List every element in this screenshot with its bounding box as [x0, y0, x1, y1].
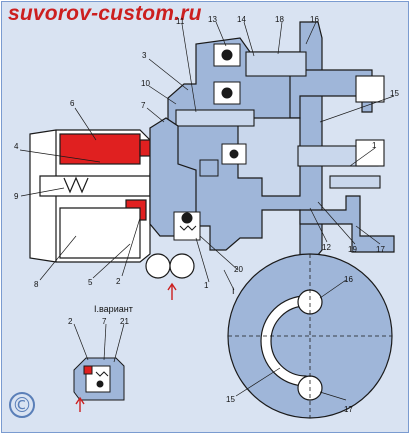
pump-housing — [167, 21, 395, 263]
callout-2-variant: 2 — [68, 317, 73, 326]
callout-15-top: 15 — [390, 89, 399, 98]
callout-11: 11 — [176, 17, 185, 26]
callout-5: 5 — [88, 278, 93, 287]
callout-15: 15 — [226, 395, 235, 404]
callout-2: 2 — [116, 277, 121, 286]
callout-10: 10 — [141, 79, 150, 88]
section-marker: I — [232, 286, 235, 296]
callout-16: 16 — [344, 275, 353, 284]
callout-3: 3 — [142, 51, 147, 60]
callout-7: 7 — [141, 101, 146, 110]
callout-4: 4 — [14, 142, 19, 151]
callout-9: 9 — [14, 192, 19, 201]
check-valve — [173, 211, 201, 241]
variant-detail — [73, 357, 125, 401]
gear-pair-symbol — [145, 253, 195, 279]
callout-12: 12 — [322, 243, 331, 252]
callout-18: 18 — [275, 15, 284, 24]
callout-14: 14 — [237, 15, 246, 24]
callout-8: 8 — [34, 280, 39, 289]
variant-flow-arrow — [75, 396, 85, 412]
variant-label: I.вариант — [94, 304, 133, 314]
callout-7-variant: 7 — [102, 317, 107, 326]
callout-21: 21 — [120, 317, 129, 326]
callout-16-top: 16 — [310, 15, 319, 24]
callout-6: 6 — [70, 99, 75, 108]
callout-20: 20 — [234, 265, 243, 274]
copyright-icon: © — [9, 392, 35, 418]
cam-disc — [227, 253, 393, 419]
bolt-heads — [199, 43, 247, 177]
callout-1: 1 — [204, 281, 209, 290]
callout-17: 17 — [344, 405, 353, 414]
flow-arrow — [167, 282, 177, 300]
callout-leaders — [19, 21, 395, 401]
site-watermark: suvorov-custom.ru — [8, 2, 202, 25]
callout-labels: 6 4 9 8 5 2 3 10 7 11 13 14 18 16 15 1 1… — [14, 15, 399, 414]
callout-1-top: 1 — [372, 141, 377, 150]
drive-shaft — [175, 51, 385, 189]
callout-17-top: 17 — [376, 245, 385, 254]
callout-13: 13 — [208, 15, 217, 24]
magnet-assembly — [29, 129, 191, 263]
flange-bracket — [149, 117, 197, 237]
callout-19: 19 — [348, 245, 357, 254]
